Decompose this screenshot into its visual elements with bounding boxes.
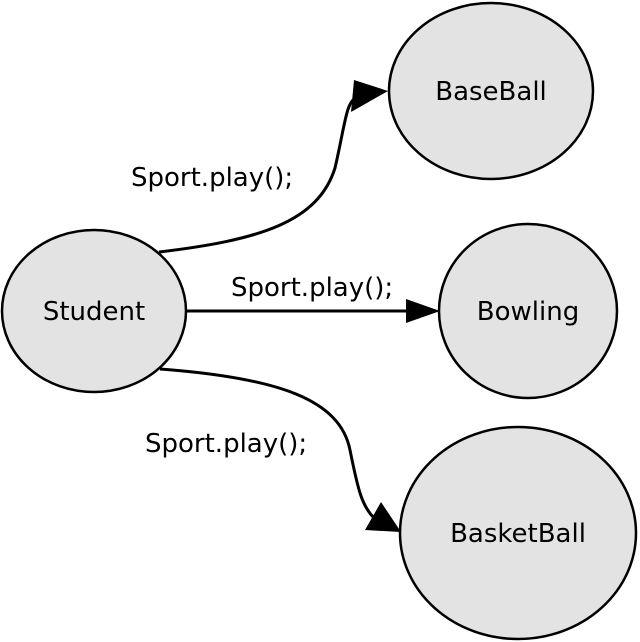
- edge-line-basketball: [159, 367, 376, 520]
- edge-line-baseball: [158, 96, 357, 254]
- node-student-label: Student: [43, 297, 145, 327]
- edge-student-baseball: Sport.play();: [131, 80, 388, 254]
- edge-student-basketball: Sport.play();: [145, 367, 401, 532]
- edge-label-baseball: Sport.play();: [131, 163, 293, 193]
- node-bowling: Bowling: [437, 222, 619, 400]
- node-student-shape: [0, 228, 188, 394]
- node-basketball: BasketBall: [398, 425, 638, 641]
- edge-label-basketball: Sport.play();: [145, 429, 307, 459]
- arrow-head-bowling: [406, 299, 440, 323]
- node-bowling-label: Bowling: [477, 297, 579, 327]
- node-student: Student: [0, 228, 188, 394]
- node-baseball: BaseBall: [387, 1, 595, 181]
- node-baseball-label: BaseBall: [435, 77, 547, 107]
- node-bowling-shape: [437, 222, 619, 400]
- node-basketball-shape: [398, 425, 638, 641]
- node-basketball-label: BasketBall: [450, 519, 586, 549]
- arrow-head-basketball: [365, 502, 401, 532]
- node-baseball-shape: [387, 1, 595, 181]
- arrow-head-baseball: [351, 80, 388, 112]
- edge-student-bowling: Sport.play();: [186, 273, 440, 323]
- edge-label-bowling: Sport.play();: [231, 273, 393, 303]
